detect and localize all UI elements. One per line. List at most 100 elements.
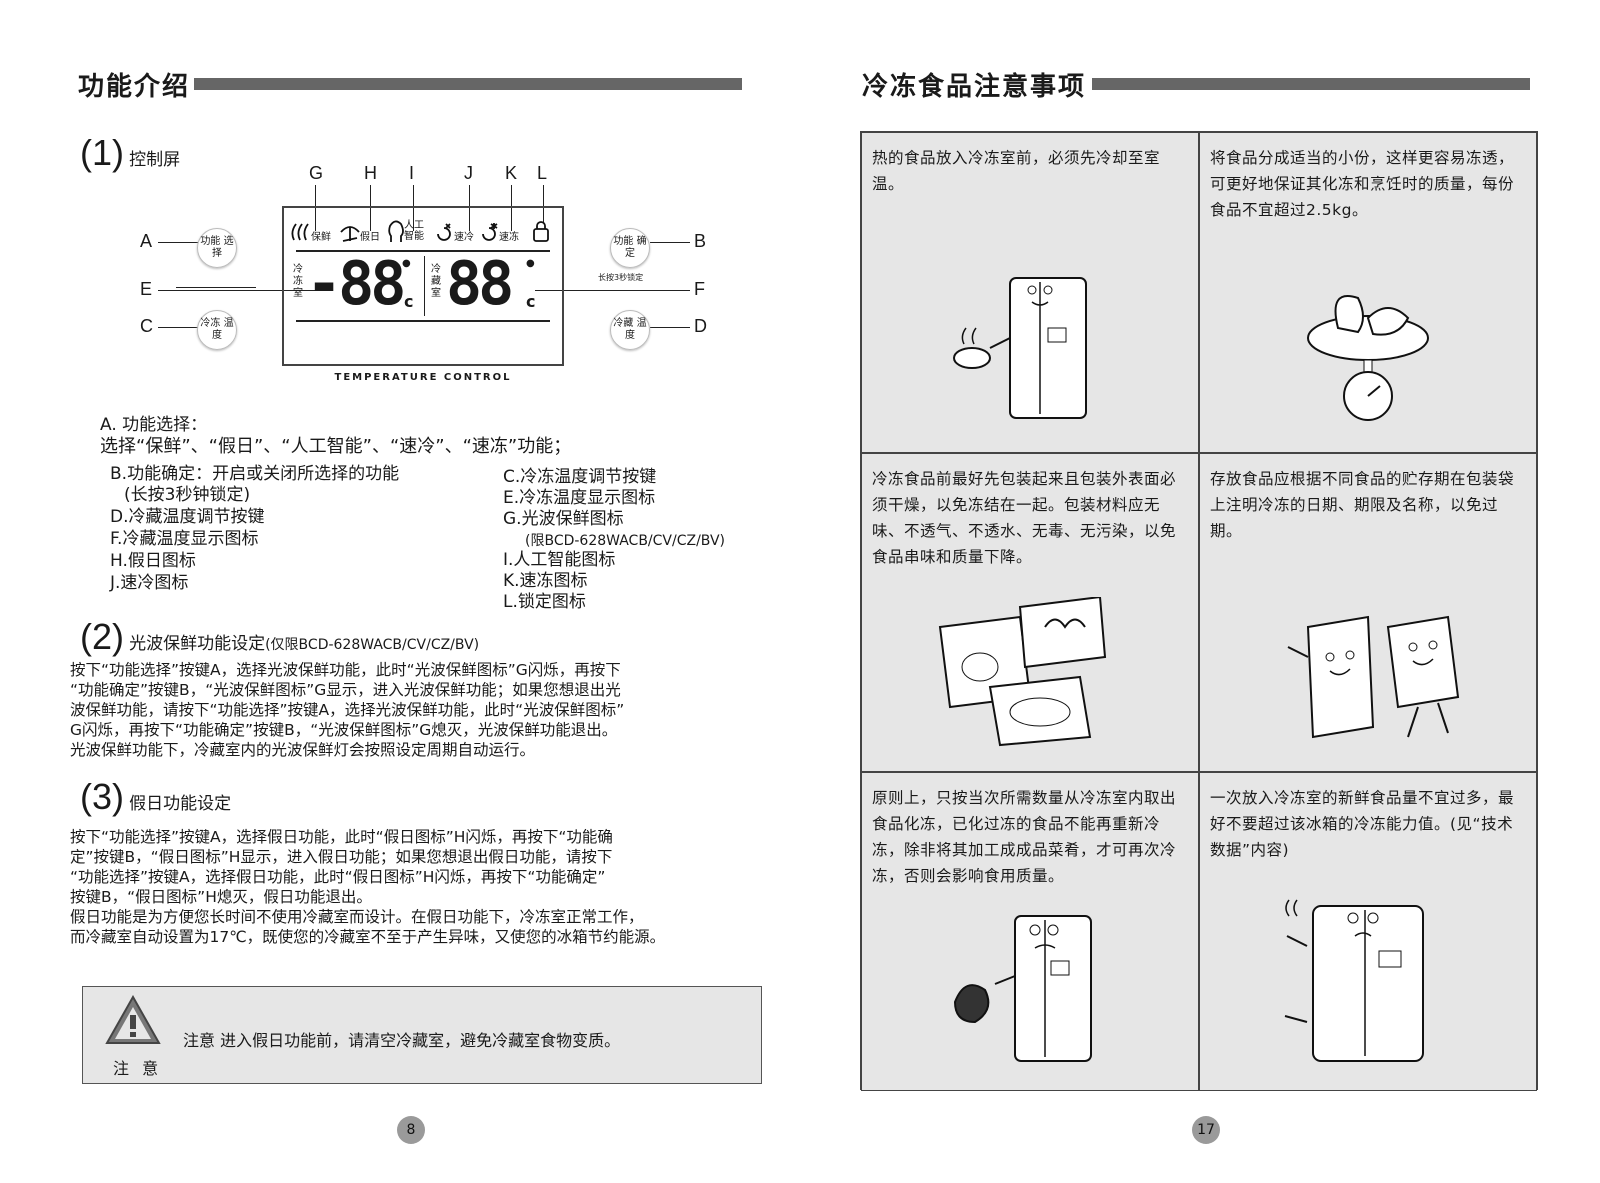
tip-cell-3: 冷冻食品前最好先包装起来且包装外表面必须干燥，以免冻结在一起。包装材料应无味、不… — [861, 453, 1199, 772]
lcd-upper-divider — [296, 250, 550, 252]
section-1-number: (1) — [80, 132, 124, 173]
ai-head-icon — [388, 220, 404, 242]
leader-h — [370, 185, 371, 231]
section-3-line-4: 按键B，“假日图标”H熄灭，假日功能退出。 — [70, 888, 372, 906]
right-page-number: 17 — [1192, 1116, 1220, 1144]
food-scale-illustration — [1200, 258, 1536, 428]
label-b: B — [694, 231, 707, 251]
legend-h: H.假日图标 — [110, 551, 196, 571]
lcd-icon-holiday: 假日 — [360, 232, 380, 243]
label-j: J — [464, 163, 473, 183]
legend-l: L.锁定图标 — [503, 592, 586, 612]
fridge-unit: c — [526, 292, 536, 311]
overloaded-fridge-illustration — [1200, 896, 1536, 1066]
leader-i — [413, 185, 414, 231]
tip-text-4: 存放食品应根据不同食品的贮存期在包装袋上注明冷冻的日期、期限及名称，以免过期。 — [1210, 470, 1515, 540]
lcd-panel: 保鲜 假日 人工 智能 速冷 速冻 冷 冻 室 -88 c ● 冷 藏 室 88… — [282, 206, 564, 366]
section-3-line-1: 按下“功能选择”按键A，选择假日功能，此时“假日图标”H闪烁，再按下“功能确 — [70, 828, 613, 846]
tip-cell-5: 原则上，只按当次所需数量从冷冻室内取出食品化冻，已化过冻的食品不能再重新冷冻，除… — [861, 772, 1199, 1091]
notice-box: 注 意 注意 进入假日功能前，请清空冷藏室，避免冷藏室食物变质。 — [82, 986, 762, 1084]
legend-a-title: A. 功能选择： — [100, 415, 208, 435]
lcd-center-divider — [424, 256, 425, 316]
freezer-label: 冷 冻 室 — [293, 264, 303, 299]
section-2-line-2: “功能确定”按键B，“光波保鲜图标”G显示，进入光波保鲜功能；如果您想退出光 — [70, 681, 621, 699]
section-2-line-3: 波保鲜功能，请按下“功能选择”按键A，选择光波保鲜功能，此时“光波保鲜图标” — [70, 701, 625, 719]
wrapped-food-illustration — [862, 577, 1198, 747]
section-2-heading: (2) 光波保鲜功能设定(仅限BCD-628WACB/CV/CZ/BV) — [80, 616, 479, 658]
section-3-line-5: 假日功能是为方便您长时间不使用冷藏室而设计。在假日功能下，冷冻室正常工作， — [70, 908, 644, 926]
section-3-line-6: 而冷藏室自动设置为17℃，既使您的冷藏室不至于产生异味，又使您的冰箱节约能源。 — [70, 928, 666, 946]
tip-text-3: 冷冻食品前最好先包装起来且包装外表面必须干燥，以免冻结在一起。包装材料应无味、不… — [872, 470, 1177, 566]
legend-g-note: (限BCD-628WACB/CV/CZ/BV) — [525, 533, 726, 549]
legend-k: K.速冻图标 — [503, 571, 588, 591]
leader-f — [535, 290, 690, 291]
right-title-bar — [1092, 78, 1530, 90]
fast-freeze-icon — [482, 223, 498, 241]
label-k: K — [505, 163, 518, 183]
leader-j — [469, 185, 470, 231]
leader-k — [511, 185, 512, 231]
section-3-label: 假日功能设定 — [129, 794, 232, 814]
label-h: H — [364, 163, 377, 183]
lcd-icon-fast-cool: 速冷 — [454, 232, 474, 243]
left-page-number: 8 — [397, 1116, 425, 1144]
tip-cell-6: 一次放入冷冻室的新鲜食品量不宜过多，最好不要超过该冰箱的冷冻能力值。(见“技术数… — [1199, 772, 1537, 1091]
label-f: F — [694, 279, 705, 299]
leader-g — [315, 185, 316, 231]
label-d: D — [694, 316, 707, 336]
legend-g: G.光波保鲜图标 — [503, 509, 624, 529]
legend-a-desc: 选择“保鲜”、“假日”、“人工智能”、“速冷”、“速冻”功能； — [100, 436, 572, 457]
section-2-line-5: 光波保鲜功能下，冷藏室内的光波保鲜灯会按照设定周期自动运行。 — [70, 741, 536, 759]
tips-grid: 热的食品放入冷冻室前，必须先冷却至室温。 将食品分成适当的小份，这样更容易冻透，… — [860, 131, 1538, 1091]
tip-text-2: 将食品分成适当的小份，这样更容易冻透，可更好地保证其化冻和烹饪时的质量，每份食品… — [1210, 149, 1515, 219]
label-c: C — [140, 316, 153, 336]
legend-e: E.冷冻温度显示图标 — [503, 488, 656, 508]
function-select-button: 功能 选择 — [197, 228, 237, 268]
legend-c: C.冷冻温度调节按键 — [503, 467, 657, 487]
section-1-heading: (1) 控制屏 — [80, 132, 180, 174]
fast-cool-icon — [437, 223, 451, 241]
lcd-icon-fresh: 保鲜 — [311, 232, 331, 243]
leader-d — [650, 327, 690, 328]
section-3-line-3: “功能选择”按键A，选择假日功能，此时“假日图标”H闪烁，再按下“功能确定” — [70, 868, 606, 886]
freezer-unit: c — [404, 292, 414, 311]
lcd-icon-ai: 人工 智能 — [404, 220, 424, 242]
label-l: L — [537, 163, 548, 183]
section-2-note: (仅限BCD-628WACB/CV/CZ/BV) — [265, 637, 480, 653]
section-2-line-4: G闪烁，再按下“功能确定”按键B，“光波保鲜图标”G熄灭，光波保鲜功能退出。 — [70, 721, 618, 739]
legend-b-note: (长按3秒钟锁定) — [124, 485, 251, 505]
right-page-title: 冷冻食品注意事项 — [862, 72, 1087, 102]
lcd-lower-divider — [296, 320, 550, 322]
legend-j: J.速冷图标 — [110, 573, 189, 593]
fridge-label: 冷 藏 室 — [431, 264, 441, 299]
fridge-temp-button: 冷藏 温度 — [610, 310, 650, 350]
label-a: A — [140, 231, 153, 251]
tip-text-5: 原则上，只按当次所需数量从冷冻室内取出食品化冻，已化过冻的食品不能再重新冷冻，除… — [872, 789, 1177, 885]
leader-e — [158, 290, 318, 291]
leader-b — [650, 242, 690, 243]
holiday-icon — [340, 226, 360, 242]
tip-text-1: 热的食品放入冷冻室前，必须先冷却至室温。 — [872, 149, 1161, 193]
freezer-temp-button: 冷冻 温度 — [197, 310, 237, 350]
fridge-temp-display: 88 — [446, 249, 514, 319]
section-2-label: 光波保鲜功能设定 — [129, 634, 266, 654]
lcd-caption: TEMPERATURE CONTROL — [334, 372, 512, 383]
leader-c — [158, 327, 198, 328]
fridge-indicator-icon: ● — [526, 258, 535, 269]
lock-icon — [533, 221, 549, 242]
lcd-icon-fast-freeze: 速冻 — [499, 232, 519, 243]
function-confirm-button: 功能 确定 — [610, 228, 650, 268]
warning-icon — [105, 995, 161, 1044]
tip-cell-2: 将食品分成适当的小份，这样更容易冻透，可更好地保证其化冻和烹饪时的质量，每份食品… — [1199, 132, 1537, 453]
legend-f: F.冷藏温度显示图标 — [110, 529, 259, 549]
fridge-hot-food-illustration — [862, 258, 1198, 428]
tip-cell-4: 存放食品应根据不同食品的贮存期在包装袋上注明冷冻的日期、期限及名称，以免过期。 — [1199, 453, 1537, 772]
tip-cell-1: 热的食品放入冷冻室前，必须先冷却至室温。 — [861, 132, 1199, 453]
leader-l — [543, 185, 544, 223]
label-i: I — [409, 163, 415, 183]
labeled-bags-illustration — [1200, 577, 1536, 747]
legend-d: D.冷藏温度调节按键 — [110, 507, 265, 527]
notice-text: 注意 进入假日功能前，请清空冷藏室，避免冷藏室食物变质。 — [183, 1031, 621, 1050]
section-3-heading: (3) 假日功能设定 — [80, 776, 231, 818]
section-1-label: 控制屏 — [129, 150, 181, 170]
